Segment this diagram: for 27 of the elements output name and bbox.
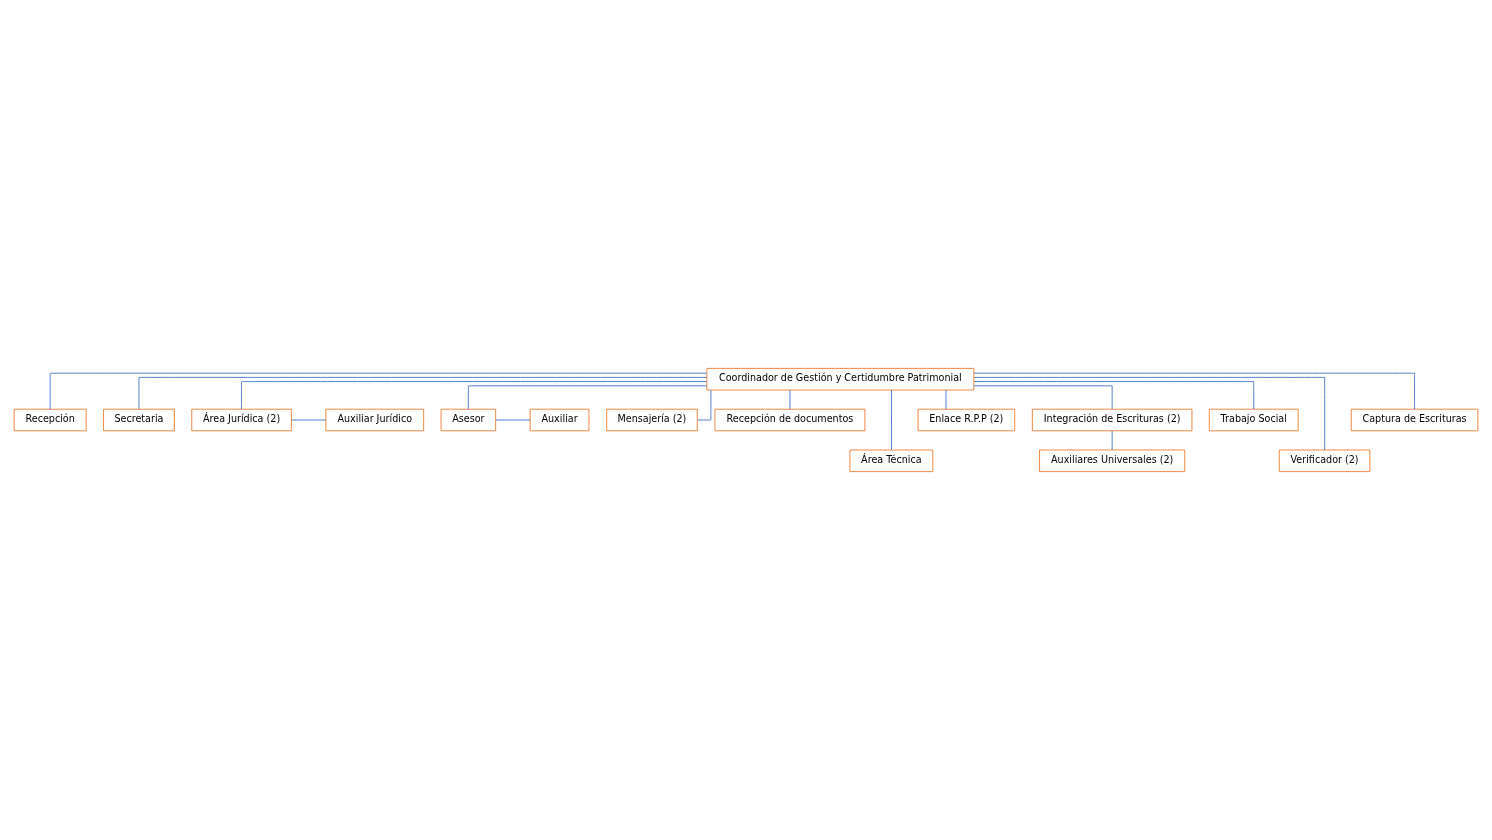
node-box: Auxiliares Universales (2): [1039, 449, 1186, 473]
connector: [138, 376, 708, 410]
node-box: Trabajo Social: [1208, 408, 1299, 432]
node-box: Mensajería (2): [606, 408, 698, 432]
connector: [891, 389, 892, 451]
connector: [973, 372, 1415, 410]
node-box: Recepción de documentos: [714, 408, 866, 432]
connector: [973, 385, 1113, 410]
node-box: Auxiliar Jurídico: [325, 408, 425, 432]
connector: [973, 381, 1255, 410]
node-box: Asesor: [440, 408, 497, 432]
node-box: Captura de Escrituras: [1350, 408, 1479, 432]
connector: [1111, 430, 1113, 451]
connector: [467, 385, 708, 410]
connector: [49, 372, 708, 410]
connector: [241, 381, 708, 410]
node-box: Secretaria: [103, 408, 175, 432]
node-box: Coordinador de Gestión y Certidumbre Patrimonial: [706, 367, 975, 391]
node-box: Integración de Escrituras (2): [1031, 408, 1193, 432]
node-box: Recepción: [13, 408, 87, 432]
connector: [973, 376, 1326, 451]
connector: [697, 389, 712, 421]
node-box: Área Técnica: [849, 449, 934, 473]
node-box: Enlace R.P.P (2): [917, 408, 1016, 432]
node-box: Auxiliar: [529, 408, 590, 432]
node-box: Área Jurídica (2): [191, 408, 292, 432]
node-box: Verificador (2): [1278, 449, 1371, 473]
